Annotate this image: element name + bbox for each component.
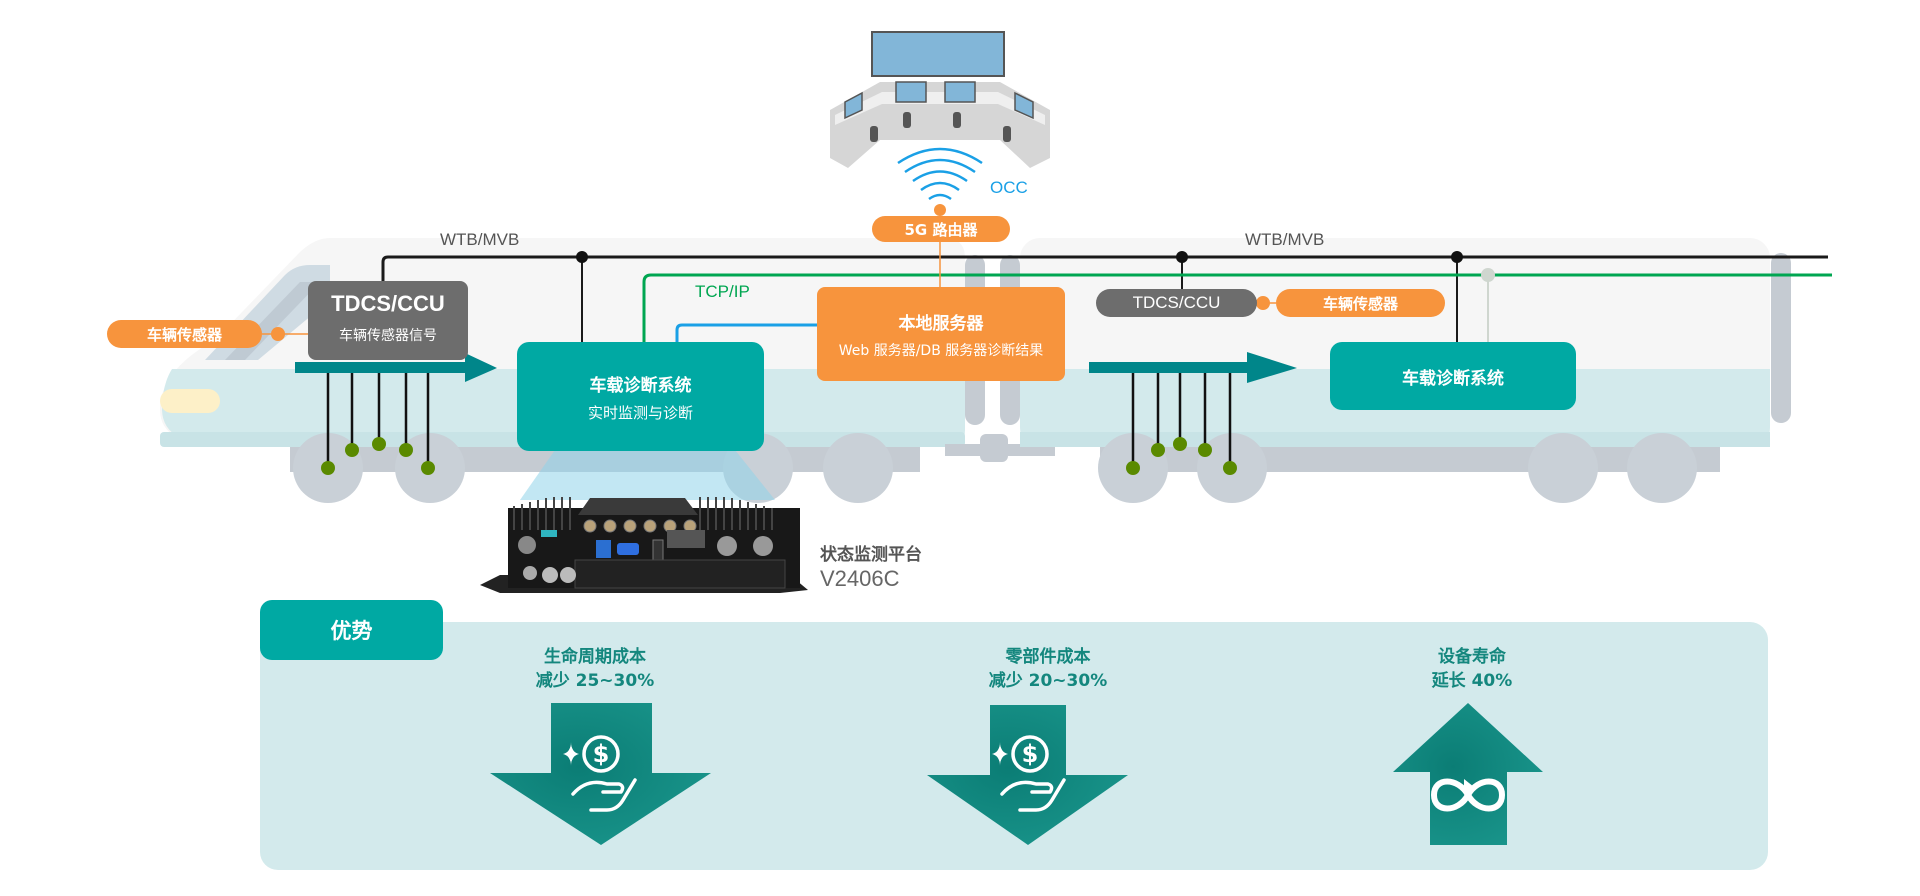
advantage-line1: 生命周期成本 [544,647,646,667]
sensor-dots-left [321,437,435,475]
local-server-subtitle: Web 服务器/DB 服务器诊断结果 [838,342,1044,359]
advantage-item-lifespan: 设备寿命 延长 40% [1352,645,1592,693]
server-link-line [675,323,818,342]
advantage-item-lifecycle: 生命周期成本 减少 25~30% [475,645,715,693]
arrow-down-icon [490,703,711,845]
local-server-box[interactable]: 本地服务器 Web 服务器/DB 服务器诊断结果 [817,287,1065,381]
sensor-connector-dot [271,327,285,341]
onboard-diagnostic-subtitle: 实时监测与诊断 [587,403,693,422]
tdcs-ccu-right-label: TDCS/CCU [1132,293,1221,312]
vehicle-sensor-right[interactable]: 车辆传感器 [1276,289,1445,317]
5g-router-label: 5G 路由器 [904,220,978,239]
device-model: V2406C [820,566,900,591]
5g-router-badge[interactable]: 5G 路由器 [872,216,1010,242]
occ-label: OCC [990,178,1028,197]
advantage-line2: 减少 20~30% [988,671,1108,691]
onboard-diagnostic-title: 车载诊断系统 [589,375,692,396]
control-center-workstation-icon [830,31,1050,168]
advantages-tab: 优势 [260,600,443,660]
advantage-item-parts: 零部件成本 减少 20~30% [928,645,1168,693]
tdcs-ccu-box-left[interactable]: TDCS/CCU 车辆传感器信号 [308,281,468,360]
bus-node [576,251,588,263]
sensor-dots-right [1126,437,1237,475]
v2406c-device-image [480,497,808,593]
infinity-cycle-icon [1430,778,1506,812]
vehicle-sensor-left[interactable]: 车辆传感器 [107,320,262,348]
wifi-signal-icon [897,147,983,201]
sensor-connector-dot [1256,296,1270,310]
advantage-line2: 延长 40% [1431,671,1513,691]
wtb-mvb-label-left: WTB/MVB [440,230,520,249]
tdcs-ccu-title: TDCS/CCU [331,291,445,316]
bus-node [1451,251,1463,263]
bus-node [1176,251,1188,263]
onboard-diagnostic-box-right[interactable]: 车载诊断系统 [1330,342,1576,410]
arrow-down-icon [927,705,1128,845]
device-projection-beam [520,450,775,500]
tcpip-line [642,273,1832,342]
tdcs-ccu-pill-right[interactable]: TDCS/CCU [1096,289,1257,317]
advantage-line2: 减少 25~30% [535,671,655,691]
advantage-line1: 零部件成本 [1005,647,1091,667]
onboard-diagnostic-box-left[interactable]: 车载诊断系统 实时监测与诊断 [517,342,764,451]
sensor-probes-left [326,373,430,468]
device-title: 状态监测平台 [820,545,922,565]
wtb-mvb-label-right: WTB/MVB [1245,230,1325,249]
advantage-line1: 设备寿命 [1438,647,1506,667]
data-flow-arrow-right [1089,352,1297,383]
wtb-mvb-bus-line [381,255,1828,285]
vehicle-sensor-left-label: 车辆传感器 [146,325,222,344]
router-node [934,204,946,216]
tcpip-node [1481,268,1495,282]
onboard-diagnostic-right-title: 车载诊断系统 [1402,368,1504,389]
sensor-probes-right [1131,373,1232,468]
advantages-tab-label: 优势 [330,619,373,643]
data-flow-arrow-left [295,353,497,382]
tcpip-label: TCP/IP [695,282,750,301]
tdcs-ccu-subtitle: 车辆传感器信号 [339,328,437,344]
vehicle-sensor-right-label: 车辆传感器 [1322,294,1398,313]
arrow-up-icon [1393,703,1543,845]
local-server-title: 本地服务器 [898,313,984,334]
